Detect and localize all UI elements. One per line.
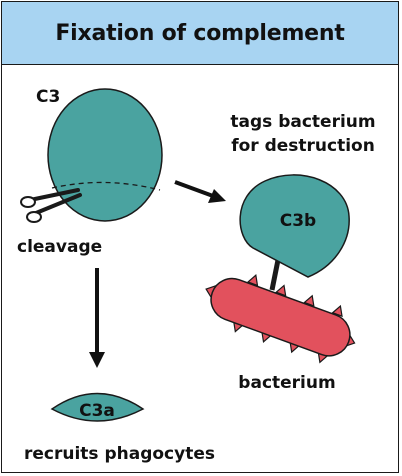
- title-bar: Fixation of complement: [2, 2, 398, 65]
- cleavage-label: cleavage: [17, 237, 102, 257]
- figure-title: Fixation of complement: [55, 20, 345, 46]
- c3a-protein: [50, 392, 145, 422]
- recruits-label: recruits phagocytes: [24, 444, 215, 464]
- tags-label-line1: tags bacterium: [230, 112, 375, 132]
- cleavage-line: [51, 181, 161, 191]
- arrow-right-icon: [174, 180, 226, 203]
- tags-label-line2: for destruction: [231, 136, 375, 156]
- c3b-label: C3b: [280, 211, 316, 231]
- bacterium: [205, 274, 356, 364]
- scissors-icon: [20, 188, 82, 223]
- c3a-label: C3a: [79, 401, 115, 421]
- c3-label: C3: [36, 87, 60, 107]
- c3-protein: [47, 88, 163, 222]
- c3b-protein: [239, 174, 350, 278]
- bacterium-label: bacterium: [238, 373, 335, 393]
- arrow-down-icon: [89, 268, 105, 368]
